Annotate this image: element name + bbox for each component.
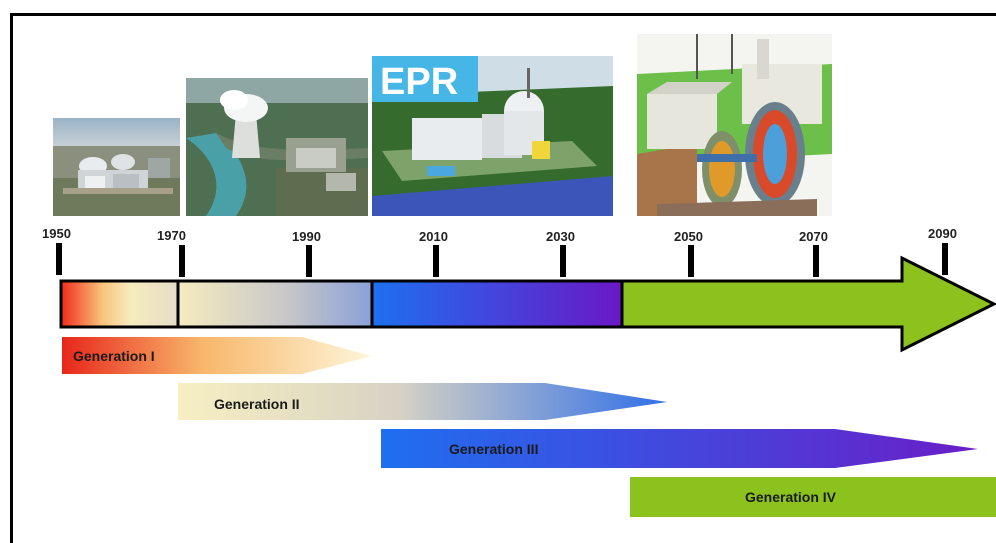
year-label: 2050 <box>674 229 703 244</box>
generation-2-arrow <box>178 383 667 420</box>
gen4-reactor-illustration <box>637 34 832 216</box>
gen3-epr-photo: EPR <box>372 56 613 216</box>
tick-2050 <box>688 245 694 277</box>
year-label: 1950 <box>42 226 71 241</box>
gen1-plant-photo <box>53 118 180 216</box>
timeline-segment-1970-2000 <box>176 279 374 329</box>
year-label: 2030 <box>546 229 575 244</box>
tick-1990 <box>306 245 312 277</box>
tick-1950 <box>56 243 62 275</box>
generation-2-label: Generation II <box>214 396 300 412</box>
timeline-segment-1950-1970 <box>59 279 180 329</box>
generation-1-arrow <box>62 337 372 374</box>
timeline-graphic <box>59 255 996 517</box>
generation-3-arrow <box>381 429 978 468</box>
generation-4-bar <box>630 477 996 517</box>
year-label: 2090 <box>928 226 957 241</box>
timeline-segment-2000-2040 <box>370 279 624 329</box>
epr-logo-text: EPR <box>380 61 458 103</box>
tick-2090 <box>942 243 948 275</box>
year-label: 1970 <box>157 228 186 243</box>
tick-2010 <box>433 245 439 277</box>
year-label: 2010 <box>419 229 448 244</box>
year-label: 1990 <box>292 229 321 244</box>
generation-3-label: Generation III <box>449 441 539 457</box>
year-label: 2070 <box>799 229 828 244</box>
figure-frame <box>10 13 996 543</box>
generation-1-label: Generation I <box>73 348 155 364</box>
timeline-arrow-head <box>620 255 996 353</box>
gen2-plant-photo <box>186 78 368 216</box>
tick-1970 <box>179 245 185 277</box>
tick-2070 <box>813 245 819 277</box>
generation-4-label: Generation IV <box>745 489 837 505</box>
tick-2030 <box>560 245 566 277</box>
